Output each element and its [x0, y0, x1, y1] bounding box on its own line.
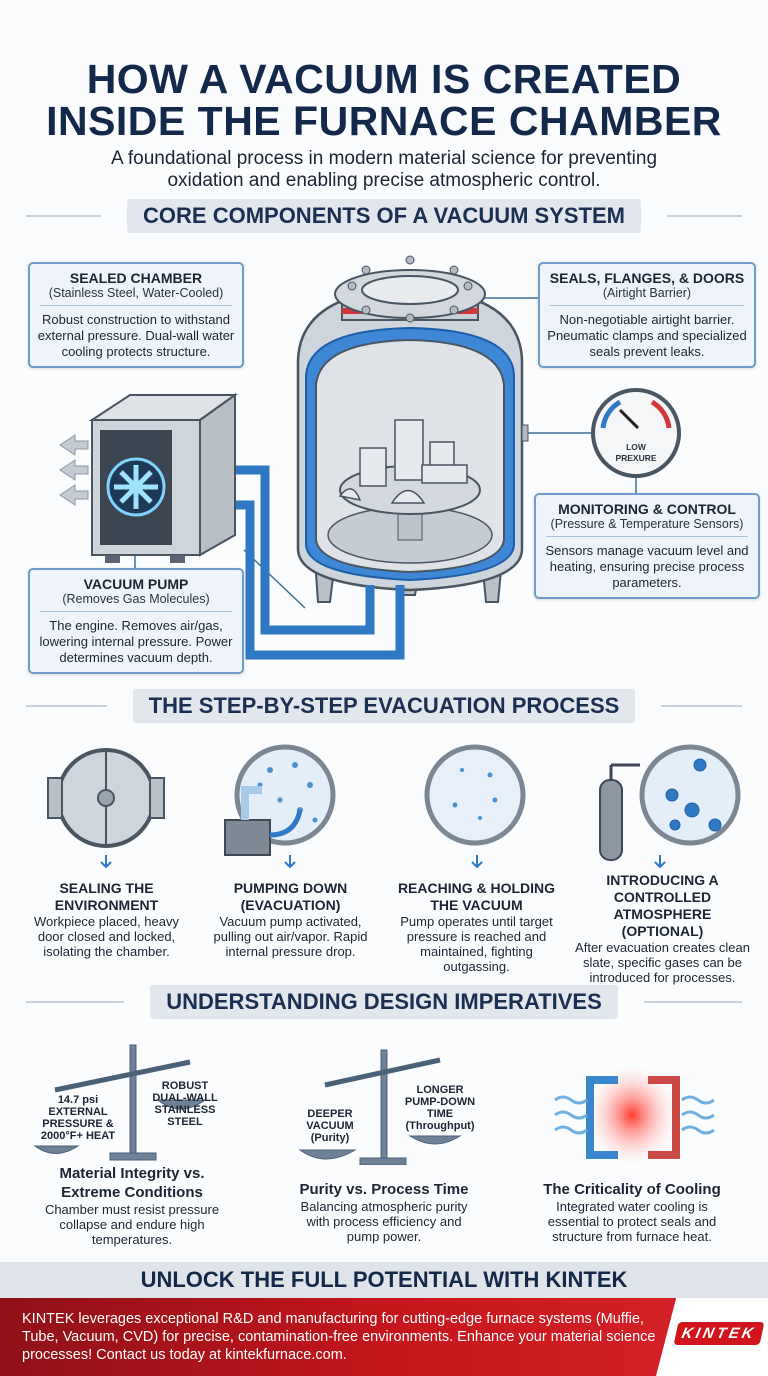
imperative-body: Integrated water cooling is essential to…	[547, 1199, 717, 1244]
section-header-components: CORE COMPONENTS OF A VACUUM SYSTEM	[0, 199, 768, 233]
imperative-material-integrity: Material Integrity vs. Extreme Condition…	[18, 1164, 246, 1247]
component-card-vacuum-pump: VACUUM PUMP (Removes Gas Molecules) The …	[28, 568, 244, 674]
step-heading: INTRODUCING A CONTROLLED ATMOSPHERE (OPT…	[606, 872, 719, 939]
footer-text: KINTEK leverages exceptional R&D and man…	[22, 1311, 656, 1363]
balance-scale-icon	[298, 1049, 462, 1165]
card-heading: SEALS, FLANGES, & DOORS	[549, 270, 745, 286]
pressure-gauge-icon: LOW PREXURE	[591, 388, 681, 478]
card-body: Robust construction to withstand externa…	[37, 312, 235, 359]
component-card-seals: SEALS, FLANGES, & DOORS (Airtight Barrie…	[538, 262, 756, 368]
card-heading: MONITORING & CONTROL	[558, 501, 736, 517]
scale-right-label: LONGER PUMP-DOWN TIME (Throughput)	[404, 1084, 476, 1132]
footer-heading: UNLOCK THE FULL POTENTIAL WITH KINTEK	[0, 1262, 768, 1298]
section-header-process: THE STEP-BY-STEP EVACUATION PROCESS	[0, 689, 768, 723]
footer-banner: KINTEK leverages exceptional R&D and man…	[0, 1298, 768, 1376]
card-subheading: (Pressure & Temperature Sensors)	[546, 517, 748, 537]
card-subheading: (Removes Gas Molecules)	[40, 592, 232, 612]
vacuum-pump-icon	[59, 393, 239, 563]
card-subheading: (Stainless Steel, Water-Cooled)	[40, 286, 232, 306]
scale-left-label: DEEPER VACUUM (Purity)	[306, 1108, 354, 1144]
step-heading: SEALING THE ENVIRONMENT	[54, 880, 159, 913]
card-body: Non-negotiable airtight barrier. Pneumat…	[547, 312, 747, 359]
component-card-monitoring: MONITORING & CONTROL (Pressure & Tempera…	[534, 493, 760, 599]
gas-introduction-icon	[599, 744, 741, 861]
section-title: CORE COMPONENTS OF A VACUUM SYSTEM	[127, 199, 641, 233]
cooling-jacket-icon	[554, 1065, 715, 1165]
step-heading: PUMPING DOWN (EVACUATION)	[233, 880, 348, 913]
gauge-label: LOW	[626, 442, 647, 452]
step-body: Vacuum pump activated, pulling out air/v…	[213, 914, 368, 959]
imperative-heading: Material Integrity vs. Extreme Condition…	[59, 1165, 205, 1201]
subtitle-line-1: A foundational process in modern materia…	[110, 148, 658, 169]
step-arrows	[100, 855, 666, 869]
section-title: THE STEP-BY-STEP EVACUATION PROCESS	[132, 689, 636, 723]
card-body: Sensors manage vacuum level and heating,…	[545, 543, 749, 590]
imperatives-illustration	[33, 1044, 715, 1165]
page-subtitle: A foundational process in modern materia…	[0, 148, 768, 192]
balance-scale-icon	[33, 1044, 207, 1161]
pumping-down-icon	[224, 744, 336, 856]
vacuum-held-icon	[424, 744, 526, 846]
section-header-imperatives: UNDERSTANDING DESIGN IMPERATIVES	[0, 985, 768, 1019]
process-step-4: INTRODUCING A CONTROLLED ATMOSPHERE (OPT…	[565, 872, 760, 985]
step-body: Workpiece placed, heavy door closed and …	[33, 914, 179, 959]
gauge-label: PREXURE	[615, 453, 656, 463]
scale-left-label: 14.7 psi EXTERNAL PRESSURE & 2000°F+ HEA…	[40, 1094, 116, 1142]
imperative-heading: Purity vs. Process Time	[299, 1181, 469, 1198]
card-body: The engine. Removes air/gas, lowering in…	[39, 618, 233, 665]
step-heading: REACHING & HOLDING THE VACUUM	[397, 880, 556, 913]
subtitle-line-2: oxidation and enabling precise atmospher…	[167, 170, 601, 191]
imperative-heading: The Criticality of Cooling	[543, 1181, 721, 1198]
imperative-body: Balancing atmospheric purity with proces…	[300, 1199, 468, 1244]
kintek-logo[interactable]: KINTEK	[656, 1298, 768, 1376]
title-line-1: HOW A VACUUM IS CREATED	[86, 56, 682, 102]
vacuum-system-illustration: LOW PREXURE	[59, 255, 681, 660]
title-line-2: INSIDE THE FURNACE CHAMBER	[46, 98, 722, 144]
imperative-body: Chamber must resist pressure collapse an…	[44, 1202, 220, 1247]
step-body: After evacuation creates clean slate, sp…	[575, 940, 750, 985]
card-heading: VACUUM PUMP	[83, 576, 189, 592]
process-step-2: PUMPING DOWN (EVACUATION)Vacuum pump act…	[198, 880, 383, 959]
vacuum-pipes	[228, 465, 405, 660]
kintek-logo-text: KINTEK	[673, 1322, 765, 1345]
sealed-chamber-icon	[296, 293, 529, 592]
section-title: UNDERSTANDING DESIGN IMPERATIVES	[150, 985, 618, 1019]
sealed-door-icon	[47, 748, 165, 848]
card-heading: SEALED CHAMBER	[69, 270, 203, 286]
component-card-sealed-chamber: SEALED CHAMBER (Stainless Steel, Water-C…	[28, 262, 244, 368]
process-steps-illustration	[47, 744, 741, 869]
step-body: Pump operates until target pressure is r…	[400, 914, 553, 974]
flange-icon	[334, 255, 486, 323]
scale-right-label: ROBUST DUAL-WALL STAINLESS STEEL	[152, 1080, 218, 1128]
card-subheading: (Airtight Barrier)	[550, 286, 744, 306]
